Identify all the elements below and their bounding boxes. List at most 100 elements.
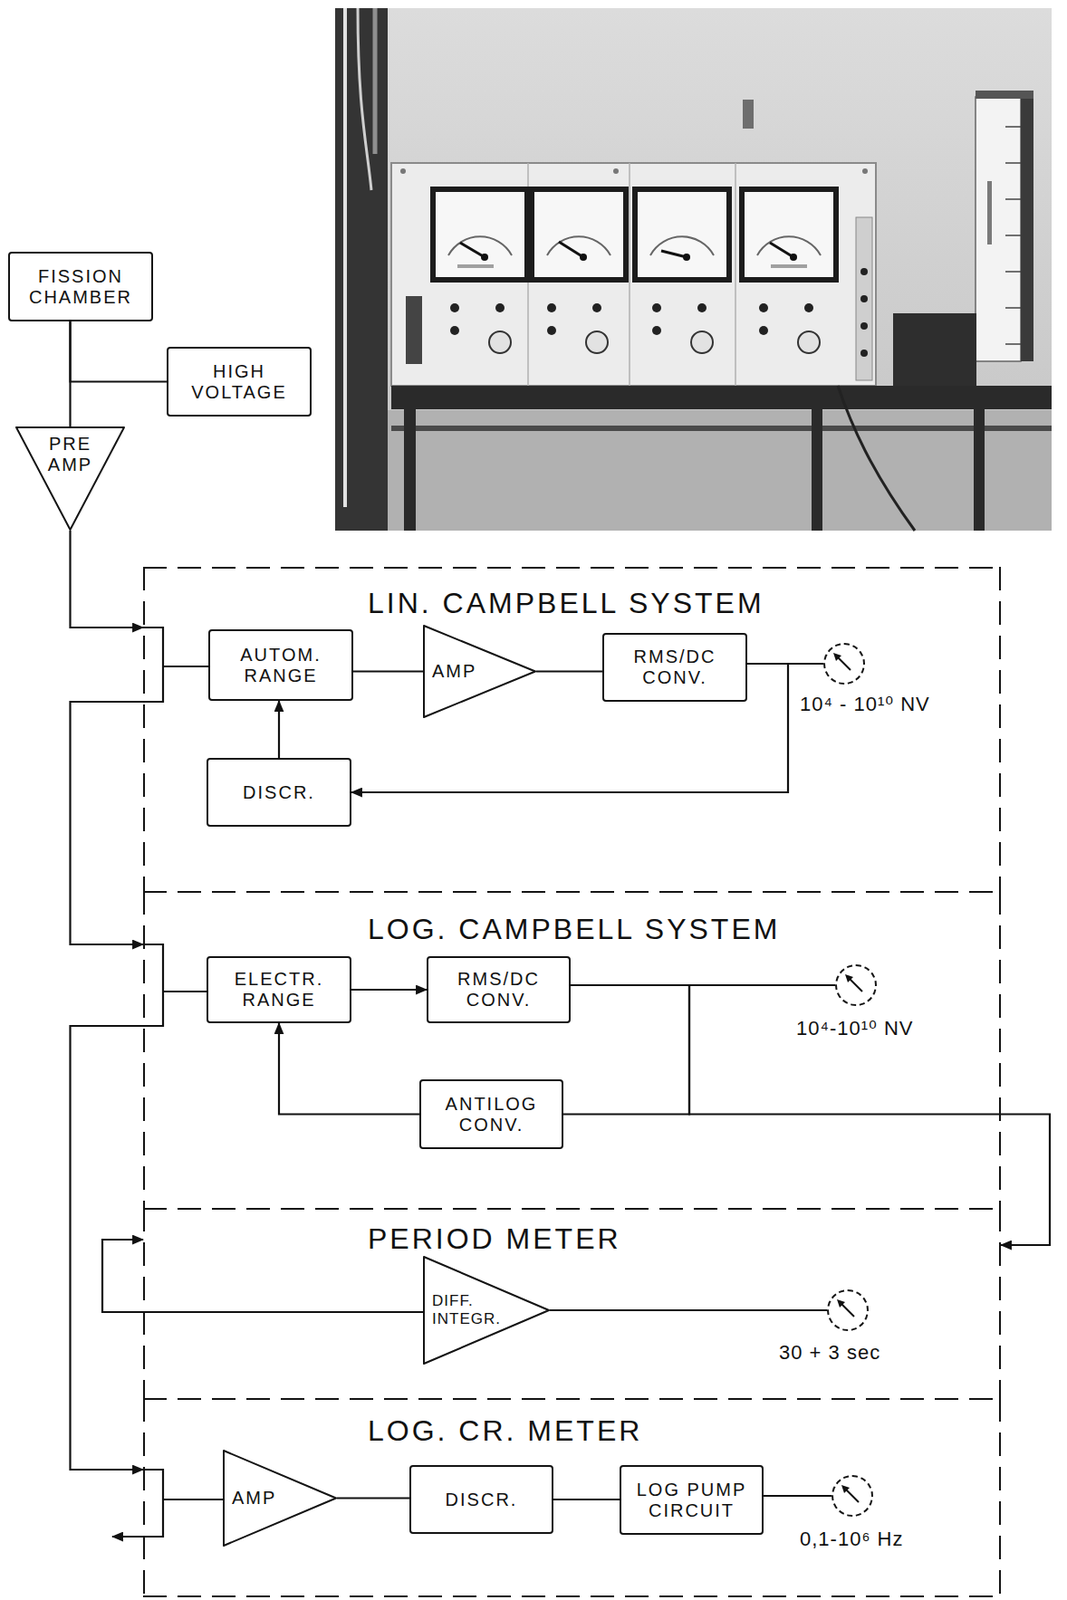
photo-knob <box>652 326 662 336</box>
photo-jack <box>860 349 868 357</box>
photo-knob <box>797 331 820 354</box>
triangle-label: AMP <box>432 661 477 683</box>
meter-range-label: 10⁴-10¹⁰ NV <box>796 1018 914 1040</box>
photo-meter-face <box>531 189 626 280</box>
signal-line <box>536 670 603 673</box>
photo-meter-scale <box>757 236 821 256</box>
photo-scale-tick <box>1005 125 1021 128</box>
signal-line <box>563 985 690 1116</box>
photo-knob <box>489 331 511 354</box>
photo-recorder-frame <box>1020 96 1034 362</box>
photo-jack <box>860 322 868 330</box>
photo-scale-tick <box>1005 307 1021 309</box>
block-box: DISCR. <box>206 758 352 827</box>
photo-meter-face <box>634 189 730 280</box>
box-label: LOG PUMP CIRCUIT <box>628 1480 755 1522</box>
dashed-border <box>143 567 1001 569</box>
dashed-border <box>999 891 1001 1209</box>
photo-recorder-cap <box>975 90 1034 99</box>
photo-lower-wall <box>335 410 1052 531</box>
signal-line <box>353 670 423 673</box>
photo-table-leg <box>973 409 985 531</box>
meter-needle <box>825 644 864 683</box>
box-label: RMS/DC CONV. <box>435 969 562 1011</box>
block-box: DISCR. <box>409 1465 554 1535</box>
section-heading: LIN. CAMPBELL SYSTEM <box>367 586 765 621</box>
meter-range-label: 30 + 3 sec <box>778 1342 881 1365</box>
meter-symbol: 30 + 3 sec <box>826 1289 869 1332</box>
dashed-border <box>143 567 145 892</box>
needle-line <box>845 1489 859 1503</box>
needle-head <box>836 1299 846 1308</box>
photo-knob <box>691 331 713 354</box>
photo-wall-hook <box>742 99 754 129</box>
needle-line <box>840 1303 855 1317</box>
dashed-border <box>143 891 1001 894</box>
needle-line <box>836 656 851 671</box>
signal-line <box>278 701 280 759</box>
triangle-label: AMP <box>231 1488 277 1510</box>
section-band: ELECTR. RANGE RMS/DC CONV. 10⁴-10¹⁰ NV ANTI… <box>143 891 1001 1209</box>
photo-cable <box>837 385 915 531</box>
photo-jack <box>860 268 868 276</box>
amplifier-triangle: DIFF. INTEGR. <box>422 1256 550 1365</box>
photo-meter-pivot <box>480 253 489 261</box>
signal-line <box>570 985 1050 1246</box>
photo-knob <box>495 303 505 313</box>
signal-line <box>70 701 145 945</box>
meter-symbol: 10⁴-10¹⁰ NV <box>835 964 877 1007</box>
photo-recorder-marking <box>987 181 992 245</box>
signal-line <box>70 321 168 383</box>
photo-knob <box>547 303 557 313</box>
photo-meter-pivot <box>789 253 798 261</box>
dashed-border <box>143 1595 1001 1598</box>
section-heading: LOG. CR. METER <box>367 1414 643 1449</box>
preamp-triangle: PRE AMP <box>15 426 125 531</box>
photo-black-box <box>893 313 977 386</box>
signal-line <box>763 1495 832 1498</box>
photo-knob <box>652 303 662 313</box>
section-heading: LOG. CAMPBELL SYSTEM <box>367 913 780 947</box>
input-relay-bracket <box>143 1470 164 1538</box>
dashed-border <box>143 1398 1001 1401</box>
triangle-shape <box>423 1257 549 1365</box>
dashed-border <box>999 1398 1001 1598</box>
photo-screw <box>400 168 406 174</box>
signal-line <box>278 1023 420 1116</box>
input-relay-bracket <box>143 944 164 1027</box>
signal-line <box>553 1499 620 1501</box>
photo-meter-caption <box>457 264 494 269</box>
box-label: RMS/DC CONV. <box>611 646 739 689</box>
photo-knob <box>759 303 769 313</box>
photo-meter-scale <box>448 236 512 256</box>
triangle-label: DIFF. INTEGR. <box>432 1292 516 1328</box>
signal-line <box>336 1497 410 1500</box>
photo-knob <box>592 303 602 313</box>
block-box: LOG PUMP CIRCUIT <box>619 1465 764 1536</box>
meter-needle <box>828 1291 867 1330</box>
block-box: ANTILOG CONV. <box>419 1079 564 1150</box>
photo-screw <box>613 168 619 174</box>
photo-meter-face <box>432 189 528 280</box>
photo-meter-scale <box>650 236 714 256</box>
chain-out-arrow <box>112 1536 144 1539</box>
photo-scale-tick <box>1005 343 1021 346</box>
box-label: ELECTR. RANGE <box>215 969 343 1011</box>
text-holder: AMP <box>432 624 477 719</box>
photo-instrument-panel <box>391 163 876 386</box>
photo-bar-indicator <box>405 296 423 365</box>
meter-needle <box>836 966 875 1005</box>
dashed-border <box>999 567 1001 892</box>
dashed-border <box>143 1208 145 1399</box>
meter-range-label: 10⁴ - 10¹⁰ NV <box>799 693 931 716</box>
signal-line <box>549 1309 827 1312</box>
photo-meter-needle <box>769 242 794 258</box>
photo-cable <box>357 8 372 191</box>
text-holder: AMP <box>231 1450 277 1548</box>
meter-needle <box>833 1477 872 1516</box>
amplifier-triangle: AMP <box>222 1450 337 1548</box>
box-label: HIGH VOLTAGE <box>175 361 303 404</box>
photo-cable <box>343 8 347 508</box>
